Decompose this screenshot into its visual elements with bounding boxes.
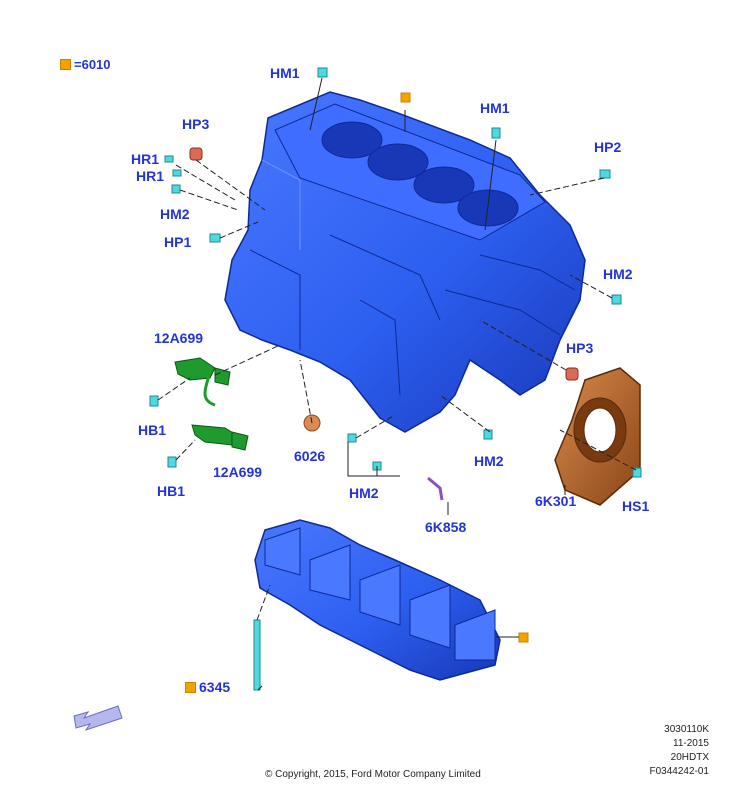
- orange-square-marker-icon: [185, 681, 196, 693]
- legend-label: =6010: [74, 57, 111, 72]
- callout-hm1-top[interactable]: HM1: [270, 65, 300, 81]
- callout-12a699-top[interactable]: 12A699: [154, 330, 204, 346]
- callout-hp3-left[interactable]: HP3: [182, 116, 210, 132]
- oil-level-probe: [427, 476, 444, 501]
- callout-hr1-b[interactable]: HR1: [136, 168, 165, 184]
- legend: =6010: [60, 57, 111, 72]
- main-bearing-ladder: [254, 519, 501, 681]
- cylinder-block: [224, 91, 586, 433]
- orange-square-marker-icon: [400, 92, 411, 103]
- callout-hb1-top[interactable]: HB1: [138, 422, 167, 438]
- callout-hm2-left[interactable]: HM2: [160, 206, 190, 222]
- callout-hm2-lower[interactable]: HM2: [349, 485, 379, 501]
- knock-sensor-upper: [174, 357, 231, 407]
- callout-12a699-bottom[interactable]: 12A699: [213, 464, 263, 480]
- rear-oil-seal: [554, 367, 641, 506]
- callout-hp3-right[interactable]: HP3: [566, 340, 594, 356]
- callout-hm2-right[interactable]: HM2: [603, 266, 633, 282]
- callout-6026[interactable]: 6026: [294, 448, 326, 464]
- callout-6345-group[interactable]: 6345: [185, 680, 230, 694]
- reference-line-1: 3030110K: [664, 724, 709, 735]
- orange-square-marker-icon: [518, 632, 529, 643]
- copyright-notice: © Copyright, 2015, Ford Motor Company Li…: [265, 769, 481, 780]
- view-direction-arrow-icon: [73, 705, 123, 731]
- callout-hs1[interactable]: HS1: [622, 498, 650, 514]
- knock-sensor-lower: [191, 424, 249, 451]
- callout-hb1-bottom[interactable]: HB1: [157, 483, 186, 499]
- callout-hm1-right[interactable]: HM1: [480, 100, 510, 116]
- orange-square-marker-icon: [60, 59, 71, 70]
- callout-6345[interactable]: 6345: [199, 679, 231, 695]
- callout-6k858[interactable]: 6K858: [425, 519, 467, 535]
- illustration-reference: 3030110K 11-2015 20HDTX F0344242-01: [650, 723, 710, 779]
- reference-line-2: 11-2015: [673, 738, 709, 749]
- callout-hp2[interactable]: HP2: [594, 139, 622, 155]
- leader-lines: [157, 77, 637, 691]
- callout-hr1-a[interactable]: HR1: [131, 151, 160, 167]
- callout-hp1[interactable]: HP1: [164, 234, 192, 250]
- callout-hm2-mid[interactable]: HM2: [474, 453, 504, 469]
- reference-line-4: F0344242-01: [649, 766, 710, 777]
- reference-line-3: 20HDTX: [670, 752, 709, 763]
- callout-6k301[interactable]: 6K301: [535, 493, 577, 509]
